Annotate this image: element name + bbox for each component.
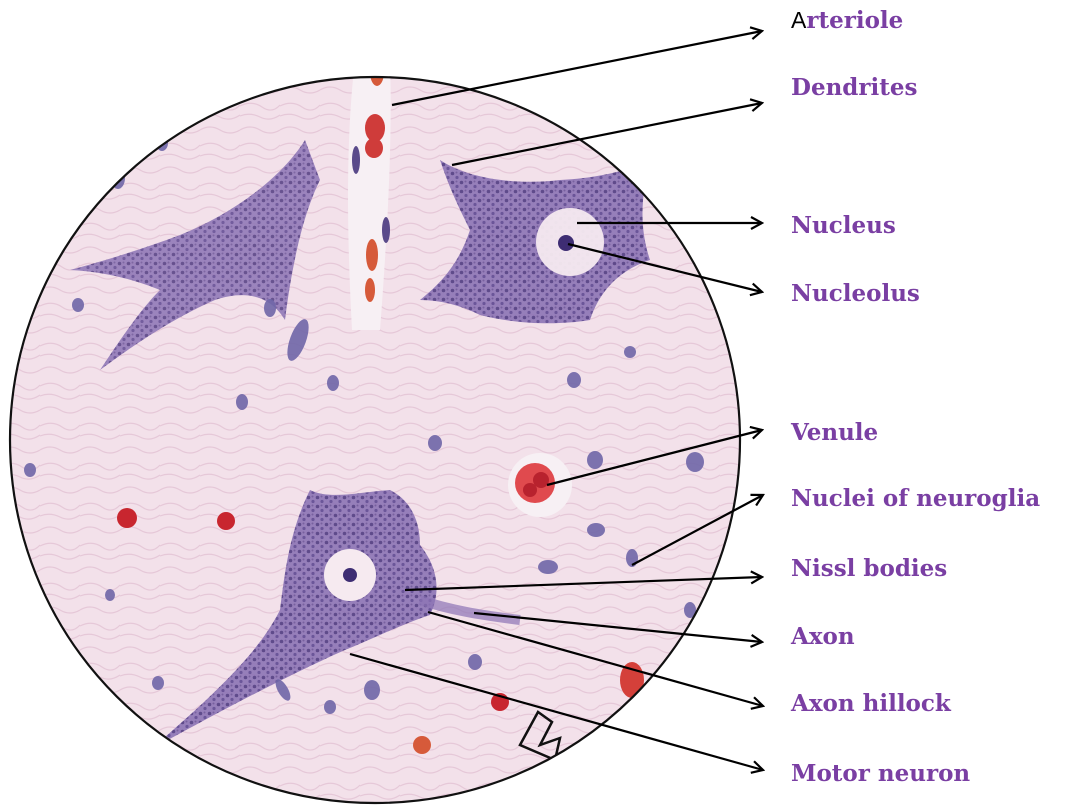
label-nucleolus: Nucleolus [791, 280, 920, 308]
label-arteriole-rest: rteriole [806, 7, 903, 34]
label-motor-neuron: Motor neuron [791, 760, 970, 788]
label-venule: Venule [791, 419, 878, 447]
label-nissl-bodies: Nissl bodies [791, 555, 947, 583]
label-dendrites: Dendrites [791, 74, 917, 102]
micrograph-field [0, 0, 760, 808]
label-arteriole-first-letter: A [791, 7, 806, 33]
label-arteriole: Arteriole [791, 6, 903, 35]
arrow-arteriole [392, 31, 762, 105]
label-axon-hillock: Axon hillock [791, 690, 951, 718]
label-axon: Axon [791, 623, 855, 651]
label-nuclei-of-neuroglia: Nuclei of neuroglia [791, 485, 1040, 513]
label-nucleus: Nucleus [791, 212, 896, 240]
